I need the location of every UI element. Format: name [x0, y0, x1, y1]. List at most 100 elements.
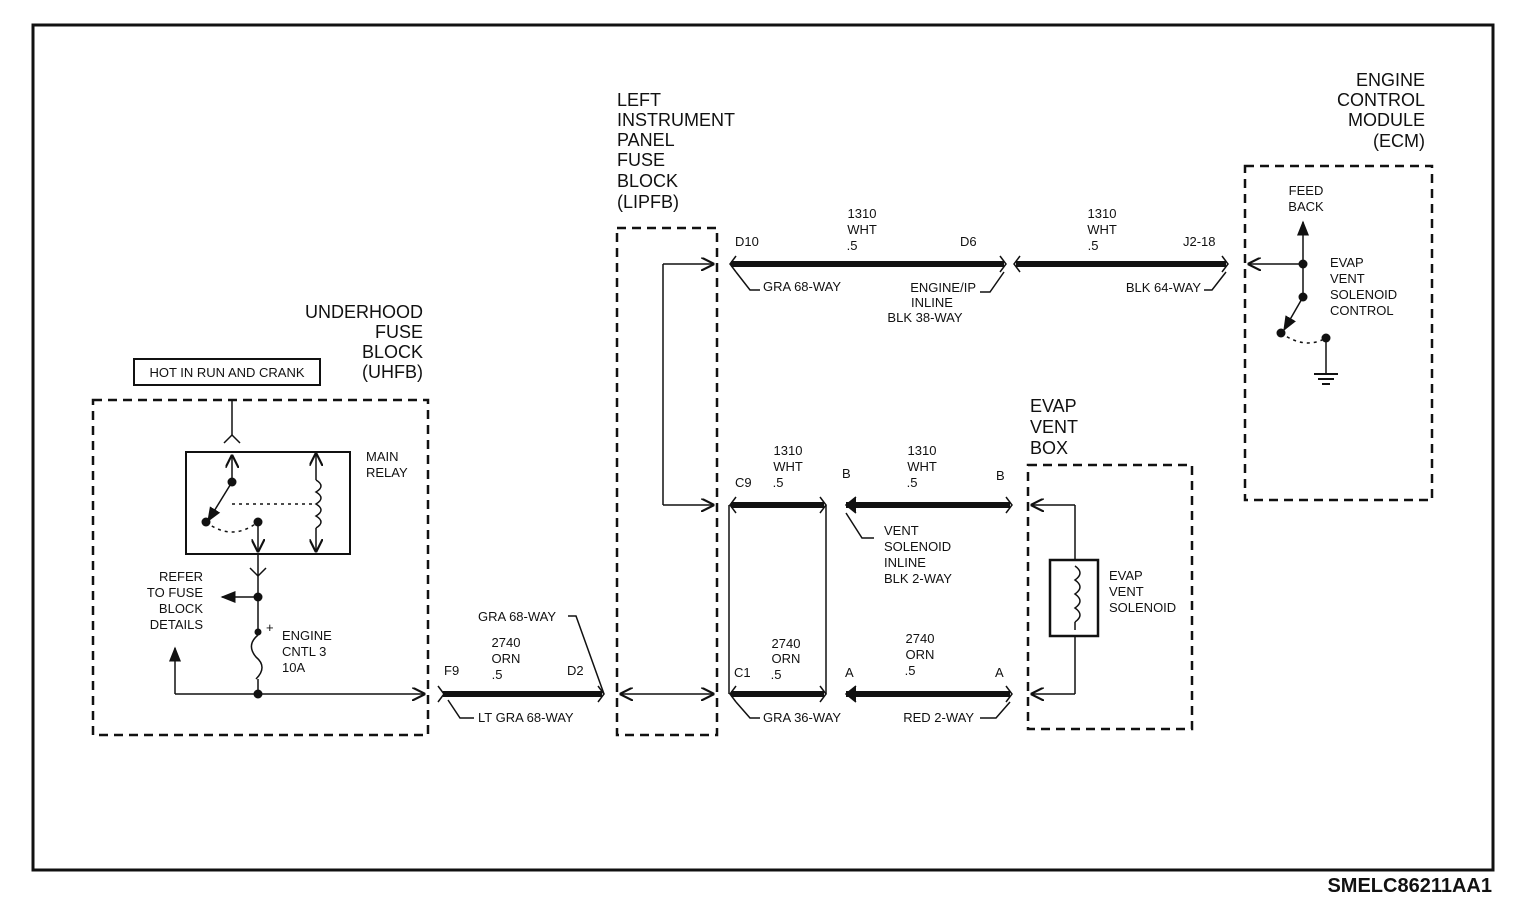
- w2740lb-conn: RED 2-WAY: [903, 710, 974, 725]
- solenoid-label-2: VENT: [1109, 584, 1144, 599]
- hot-label-box: [133, 358, 321, 386]
- inline-2: SOLENOID: [884, 539, 951, 554]
- ecm-block: ENGINE CONTROL MODULE (ECM) FEED BACK EV…: [1243, 70, 1434, 502]
- inline-3: INLINE: [884, 555, 926, 570]
- w1310ma-c3: .5: [773, 475, 784, 490]
- uhfb-connector-top: [223, 433, 241, 444]
- box-title-1: EVAP: [1030, 396, 1077, 416]
- w1310ma-c1: 1310: [774, 443, 803, 458]
- w1310ta-c1: 1310: [848, 206, 877, 221]
- w1310ma-c2: WHT: [773, 459, 803, 474]
- evap-vent-box: EVAP VENT BOX EVAP VENT SOLENOID: [1026, 396, 1194, 731]
- ecm-title-4: (ECM): [1373, 131, 1425, 151]
- pin-a-left: A: [845, 665, 854, 680]
- w1310ta-inline-1: ENGINE/IP: [910, 280, 976, 295]
- box-title-3: BOX: [1030, 438, 1068, 458]
- refer-label-3: BLOCK: [159, 601, 203, 616]
- solctrl-4: CONTROL: [1330, 303, 1394, 318]
- refer-label-4: DETAILS: [150, 617, 204, 632]
- w1310ta-inline-2: INLINE: [911, 295, 953, 310]
- lipfb-block: LEFT INSTRUMENT PANEL FUSE BLOCK (LIPFB): [615, 90, 735, 737]
- relay-coil-icon: [314, 479, 322, 529]
- box-title-2: VENT: [1030, 417, 1078, 437]
- wire-2740-left: F9 D2 2740 ORN .5 GRA 68-WAY LT GRA 68-W…: [437, 609, 605, 725]
- pin-c9: C9: [735, 475, 752, 490]
- solenoid-box: [1048, 558, 1100, 638]
- w1310tb-c2: WHT: [1087, 222, 1117, 237]
- ecm-outline: [1243, 164, 1434, 502]
- w1310tb-c3: .5: [1088, 238, 1099, 253]
- w1310mb-c2: WHT: [907, 459, 937, 474]
- w2740lb-c3: .5: [905, 663, 916, 678]
- fuse-icon: [250, 634, 263, 680]
- ecm-title-1: ENGINE: [1356, 70, 1425, 90]
- w2740l-c2: ORN: [492, 651, 521, 666]
- relay-switch: [207, 481, 233, 523]
- w2740la-c2: ORN: [772, 651, 801, 666]
- relay-label-2: RELAY: [366, 465, 408, 480]
- w1310ta-inline-3: BLK 38-WAY: [887, 310, 962, 325]
- fuse-plus: +: [266, 620, 274, 635]
- diagram-code: SMELC86211AA1: [1327, 875, 1492, 897]
- pin-a-right: A: [995, 665, 1004, 680]
- w1310tb-c1: 1310: [1088, 206, 1117, 221]
- hot-label: HOT IN RUN AND CRANK: [149, 365, 304, 380]
- w2740l-c3: .5: [492, 667, 503, 682]
- lipfb-title-1: LEFT: [617, 90, 661, 110]
- pin-c1: C1: [734, 665, 751, 680]
- pin-j2-18: J2-18: [1183, 234, 1216, 249]
- w1310tb-conn: BLK 64-WAY: [1126, 280, 1201, 295]
- w1310mb-c1: 1310: [908, 443, 937, 458]
- pin-b-right: B: [996, 468, 1005, 483]
- diagram-border: [31, 23, 1495, 872]
- ecm-title-2: CONTROL: [1337, 90, 1425, 110]
- w1310ta-conn-left: GRA 68-WAY: [763, 279, 841, 294]
- uhfb-title-4: (UHFB): [362, 362, 423, 382]
- w2740la-c3: .5: [771, 667, 782, 682]
- w2740l-c1: 2740: [492, 635, 521, 650]
- pin-b-left: B: [842, 466, 851, 481]
- ecm-title-3: MODULE: [1348, 110, 1425, 130]
- pin-d2: D2: [567, 663, 584, 678]
- refer-label-2: TO FUSE: [147, 585, 203, 600]
- lipfb-title-4: FUSE: [617, 150, 665, 170]
- solenoid-label-3: SOLENOID: [1109, 600, 1176, 615]
- wire-1310-top-a: D10 D6 1310 WHT .5 GRA 68-WAY ENGINE/IP …: [729, 206, 1007, 325]
- feedback-2: BACK: [1288, 199, 1324, 214]
- lipfb-title-5: BLOCK: [617, 171, 678, 191]
- feedback-1: FEED: [1289, 183, 1324, 198]
- pin-d6: D6: [960, 234, 977, 249]
- wire-1310-top-b: J2-18 1310 WHT .5 BLK 64-WAY: [1013, 206, 1229, 295]
- lipfb-title-3: PANEL: [617, 130, 675, 150]
- ecm-switch: [1283, 296, 1304, 332]
- lipfb-title-2: INSTRUMENT: [617, 110, 735, 130]
- ground-icon: [1314, 373, 1338, 385]
- main-relay-box: [185, 451, 351, 555]
- lipfb-outline: [615, 226, 719, 737]
- uhfb-outline: [91, 398, 430, 737]
- w2740lb-c1: 2740: [906, 631, 935, 646]
- wire-1310-mid: C9 1310 WHT .5 B B 1310 WHT .5 VENT SOLE…: [728, 443, 1013, 694]
- refer-label-1: REFER: [159, 569, 203, 584]
- w2740l-top-conn: GRA 68-WAY: [478, 609, 556, 624]
- w2740la-conn: GRA 36-WAY: [763, 710, 841, 725]
- w1310ta-c2: WHT: [847, 222, 877, 237]
- box-outline: [1026, 463, 1194, 731]
- wire-2740-low: C1 2740 ORN .5 GRA 36-WAY A A 2740 ORN .…: [729, 631, 1013, 725]
- lipfb-title-6: (LIPFB): [617, 192, 679, 212]
- w1310mb-c3: .5: [907, 475, 918, 490]
- fuse-label-2: CNTL 3: [282, 644, 326, 659]
- w2740la-c1: 2740: [772, 636, 801, 651]
- uhfb-title-1: UNDERHOOD: [305, 302, 423, 322]
- fuse-label-1: ENGINE: [282, 628, 332, 643]
- w2740l-bottom-conn: LT GRA 68-WAY: [478, 710, 574, 725]
- solctrl-2: VENT: [1330, 271, 1365, 286]
- solctrl-3: SOLENOID: [1330, 287, 1397, 302]
- uhfb-block: UNDERHOOD FUSE BLOCK (UHFB) HOT IN RUN A…: [91, 302, 430, 737]
- solenoid-label-1: EVAP: [1109, 568, 1143, 583]
- pin-d10: D10: [735, 234, 759, 249]
- pin-f9: F9: [444, 663, 459, 678]
- fuse-label-3: 10A: [282, 660, 305, 675]
- solenoid-coil-icon: [1073, 565, 1081, 623]
